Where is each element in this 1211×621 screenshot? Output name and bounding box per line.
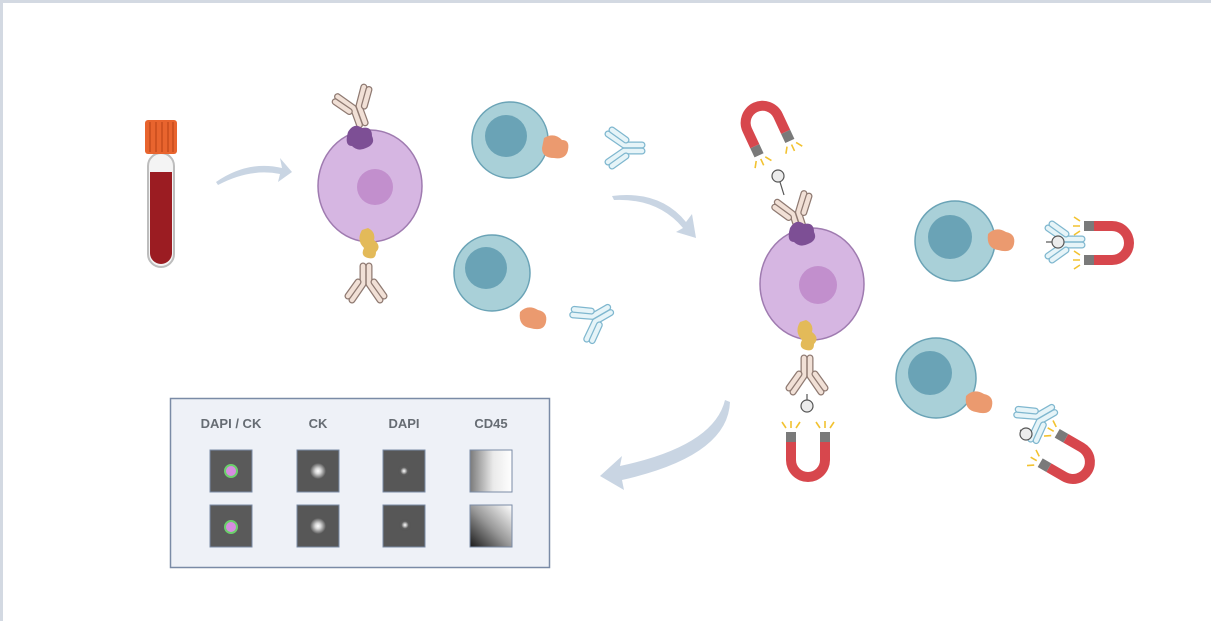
frame-top-border — [0, 0, 1211, 3]
microscopy-tile — [382, 449, 426, 493]
microscopy-tile — [209, 504, 253, 548]
frame-left-border — [0, 0, 3, 621]
column-header: CK — [309, 416, 328, 431]
microscopy-tile — [296, 449, 340, 493]
arrow-icon — [216, 158, 292, 185]
microscopy-tile — [469, 449, 513, 493]
tumor-cell-icon — [317, 86, 423, 300]
microscopy-tile — [382, 504, 426, 548]
column-header: DAPI — [388, 416, 419, 431]
leukocyte-icon — [471, 101, 642, 179]
imaging-panel: DAPI / CK CK DAPI CD45 — [169, 397, 551, 569]
column-header: CD45 — [474, 416, 507, 431]
column-header: DAPI / CK — [201, 416, 262, 431]
microscopy-tile — [296, 504, 340, 548]
tumor-cell-bound-icon — [728, 91, 865, 483]
arrow-icon — [612, 195, 696, 238]
microscopy-tile — [469, 504, 513, 548]
leukocyte-icon — [453, 234, 618, 343]
flow-arrows — [216, 158, 730, 490]
leukocyte-bound-icon — [895, 337, 1106, 497]
blood-tube-icon — [145, 120, 177, 268]
arrow-icon — [600, 400, 730, 490]
leukocyte-bound-icon — [914, 200, 1135, 282]
microscopy-tile — [209, 449, 253, 493]
